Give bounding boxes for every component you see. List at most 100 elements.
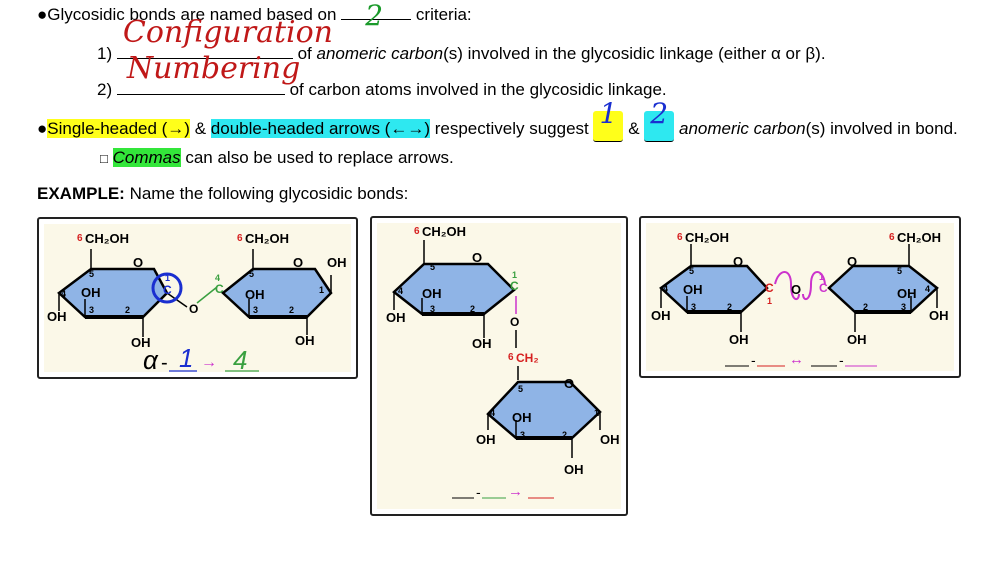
oh-label: OH bbox=[81, 285, 101, 300]
oh-label: OH bbox=[131, 335, 151, 350]
answer-blank-2: 2 bbox=[644, 100, 675, 142]
numbering-answer: Numbering bbox=[126, 51, 301, 86]
answer-blank-1: 1 bbox=[593, 100, 624, 142]
answer-dash: - bbox=[161, 352, 168, 374]
oh-label: OH bbox=[683, 282, 703, 297]
beta-symbol: β bbox=[805, 44, 816, 63]
criteria-text: Glycosidic bonds are named based on bbox=[47, 5, 342, 24]
disaccharide-structure-3: 6 CH₂OH 5 O 4 OH 3 2 OH OH C 1 O C 1 6 C… bbox=[651, 230, 949, 368]
oh-label: OH bbox=[512, 410, 532, 425]
c6-label: 6 bbox=[237, 233, 243, 244]
answer-four: 4 bbox=[233, 345, 247, 375]
or-text: or bbox=[780, 44, 806, 63]
oh-label: OH bbox=[897, 286, 917, 301]
oh-label: OH bbox=[327, 255, 347, 270]
item-configuration: 1) Configuration of anomeric carbon(s) i… bbox=[97, 18, 826, 65]
c2-label: 2 bbox=[562, 430, 567, 440]
c4-label: 4 bbox=[663, 284, 668, 294]
item-number-1: 1) bbox=[97, 44, 113, 63]
c3-label: 3 bbox=[520, 430, 525, 440]
ch2oh-label: CH₂OH bbox=[422, 224, 466, 239]
c5-label: 5 bbox=[430, 262, 435, 272]
commas-highlight: Commas bbox=[112, 148, 181, 167]
c4-label: 4 bbox=[61, 289, 66, 299]
numbering-blank: Numbering bbox=[116, 54, 300, 95]
oh-label: OH bbox=[245, 287, 265, 302]
of-text: of bbox=[292, 44, 317, 63]
c5-label: 5 bbox=[249, 269, 254, 279]
close-text: ). bbox=[815, 44, 826, 63]
criteria-answer: 2 bbox=[365, 0, 384, 32]
example-panel-3: 6 CH₂OH 5 O 4 OH 3 2 OH OH C 1 O C 1 6 C… bbox=[639, 216, 961, 378]
oh-label: OH bbox=[847, 332, 867, 347]
oh-label: OH bbox=[472, 336, 492, 351]
c3-label: 3 bbox=[430, 304, 435, 314]
answer-dash: - bbox=[751, 352, 756, 368]
oh-label: OH bbox=[564, 462, 584, 477]
answer-one: 1 bbox=[179, 343, 193, 373]
c5-label: 5 bbox=[897, 266, 902, 276]
answer-one: 1 bbox=[599, 97, 618, 130]
c4-label: 4 bbox=[398, 286, 403, 296]
ring-oxygen: O bbox=[564, 376, 574, 391]
c3-label: 3 bbox=[901, 302, 906, 312]
glycosidic-oxygen: O bbox=[189, 302, 198, 316]
c2-label: 2 bbox=[727, 302, 732, 312]
ch2oh-label: CH₂OH bbox=[897, 230, 941, 245]
c1-label: 1 bbox=[594, 408, 599, 418]
ring-oxygen: O bbox=[293, 255, 303, 270]
single-headed-highlight: Single-headed (→) bbox=[47, 119, 190, 138]
criteria-suffix: criteria: bbox=[411, 5, 472, 24]
c3-label: 3 bbox=[253, 305, 258, 315]
ch2-label: CH₂ bbox=[516, 351, 539, 365]
ch2oh-label: CH₂OH bbox=[685, 230, 729, 245]
oh-label: OH bbox=[476, 432, 496, 447]
carbon-label: C bbox=[819, 281, 828, 295]
c6-label: 6 bbox=[889, 232, 895, 243]
ring-oxygen: O bbox=[133, 255, 143, 270]
example-instruction: Name the following glycosidic bonds: bbox=[124, 184, 409, 203]
c4-link-label: 4 bbox=[215, 273, 220, 283]
answer-dash: - bbox=[839, 352, 844, 368]
c6-label: 6 bbox=[77, 233, 83, 244]
oh-label: OH bbox=[651, 308, 671, 323]
example-label: EXAMPLE: bbox=[37, 184, 125, 203]
configuration-answer: Configuration bbox=[122, 15, 333, 50]
oh-label: OH bbox=[47, 309, 67, 324]
configuration-blank: Configuration bbox=[116, 18, 333, 59]
c6-label: 6 bbox=[677, 232, 683, 243]
oh-label: OH bbox=[422, 286, 442, 301]
amp-text: & bbox=[189, 119, 211, 138]
line-arrows: ●Single-headed (→) & double-headed arrow… bbox=[37, 100, 958, 142]
c6-label: 6 bbox=[414, 226, 420, 237]
disaccharide-structure-1: 6 CH₂OH 5 O 4 OH 3 2 OH OH 1 C O 4 C 6 C… bbox=[47, 231, 347, 375]
criteria-blank: 2 bbox=[341, 2, 412, 30]
anomeric-tail: anomeric carbon bbox=[674, 119, 806, 138]
glycosidic-oxygen: O bbox=[791, 282, 801, 297]
ch2oh-label: CH₂OH bbox=[85, 231, 129, 246]
ring-oxygen: O bbox=[472, 250, 482, 265]
amp-text-2: & bbox=[623, 119, 645, 138]
ring-oxygen: O bbox=[847, 254, 857, 269]
bullet: ● bbox=[37, 119, 48, 138]
answer-dash: - bbox=[476, 484, 481, 500]
double-headed-highlight: double-headed arrows (←→) bbox=[210, 119, 430, 138]
commas-rest: can also be used to replace arrows. bbox=[180, 148, 454, 167]
c3-label: 3 bbox=[691, 302, 696, 312]
c4-label: 4 bbox=[490, 408, 495, 418]
carbon-label: C bbox=[510, 279, 519, 293]
carbon-label: C bbox=[163, 283, 172, 297]
checkbox-icon: □ bbox=[100, 151, 108, 166]
c5-label: 5 bbox=[689, 266, 694, 276]
c2-label: 2 bbox=[863, 302, 868, 312]
example-panel-2: 6 CH₂OH 5 O 4 OH 3 2 1 C OH OH O 6 CH₂ 5… bbox=[370, 216, 628, 516]
oh-label: OH bbox=[600, 432, 620, 447]
c3-label: 3 bbox=[89, 305, 94, 315]
ch2oh-label: CH₂OH bbox=[245, 231, 289, 246]
alpha-symbol: α bbox=[770, 44, 781, 63]
example-panel-1: 6 CH₂OH 5 O 4 OH 3 2 OH OH 1 C O 4 C 6 C… bbox=[37, 217, 358, 379]
line-commas: □ Commas can also be used to replace arr… bbox=[100, 147, 454, 170]
linkage-text: (s) involved in the glycosidic linkage (… bbox=[443, 44, 771, 63]
c2-label: 2 bbox=[470, 304, 475, 314]
answer-alpha: α bbox=[143, 345, 159, 375]
